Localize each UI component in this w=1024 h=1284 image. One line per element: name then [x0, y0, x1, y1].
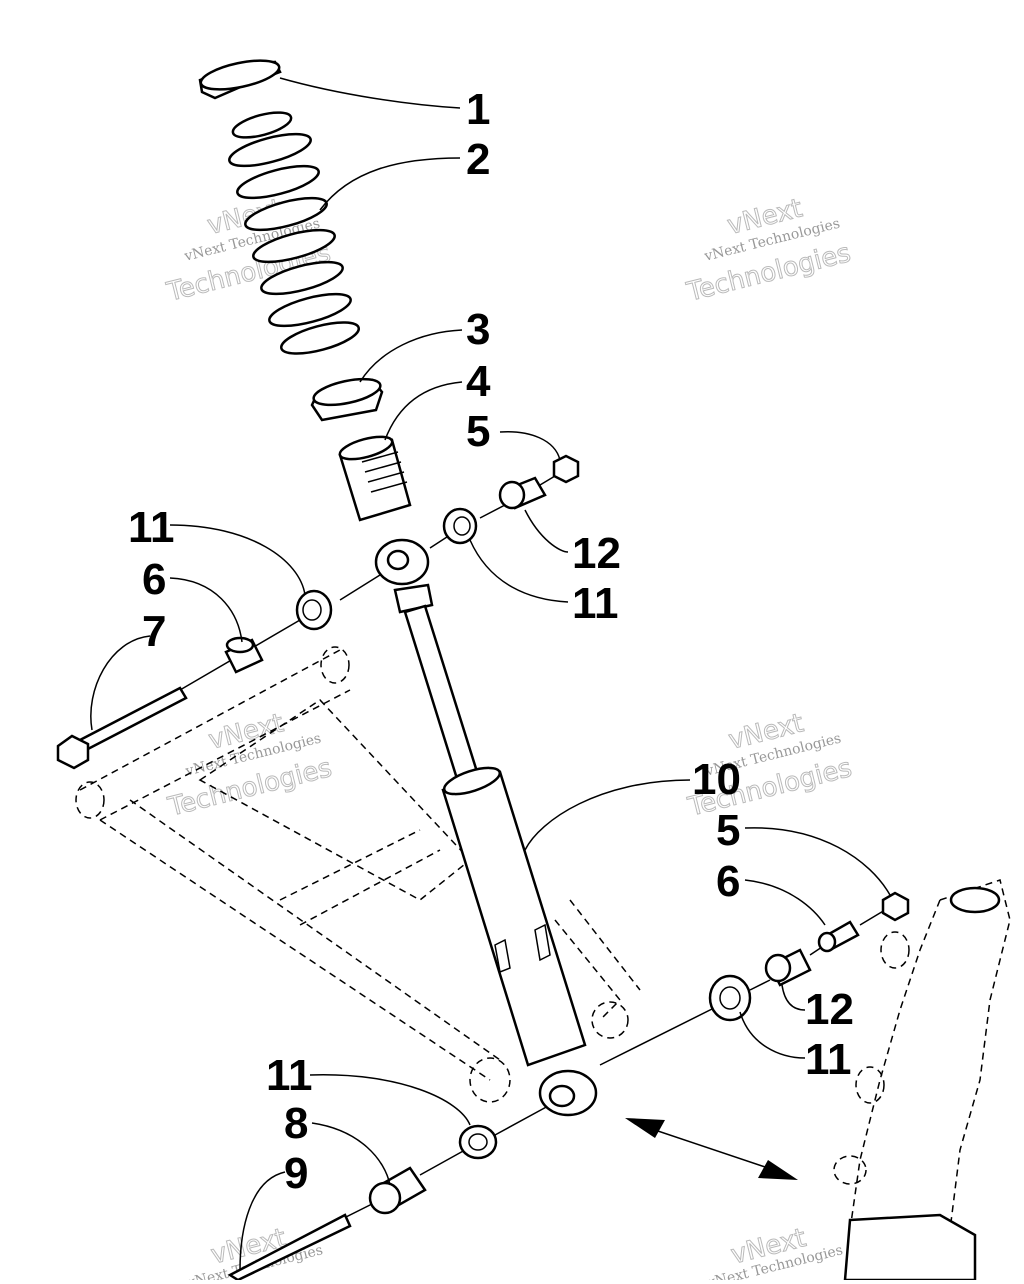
- callout-labels: 1 2 3 4 5 11 12 11 6 7 10 5 6 12 11 11 8…: [128, 85, 854, 1198]
- shock-absorber: [374, 538, 598, 1117]
- callout-4: 4: [466, 357, 491, 406]
- lower-bolt: [227, 1213, 352, 1282]
- leader-lines: [90, 77, 891, 1271]
- upper-bushing-left: [295, 589, 333, 631]
- callout-9: 9: [284, 1149, 308, 1198]
- callout-5a: 5: [466, 407, 490, 456]
- lower-spacer-left: [368, 1166, 427, 1215]
- callout-11b: 11: [572, 579, 619, 628]
- double-arrow-icon: [625, 1118, 798, 1180]
- lower-sleeve-right: [817, 920, 860, 953]
- knuckle-outline: [833, 879, 1011, 1282]
- callout-10: 10: [692, 755, 741, 804]
- callout-5b: 5: [716, 806, 740, 855]
- upper-nut: [552, 454, 580, 484]
- watermark-bottom-right: vNext vNext Technologies: [705, 1223, 845, 1284]
- callout-2: 2: [466, 135, 490, 184]
- callout-12b: 12: [805, 985, 854, 1034]
- callout-12a: 12: [572, 529, 621, 578]
- lower-spacer-right: [764, 948, 812, 987]
- callout-11d: 11: [266, 1051, 313, 1100]
- callout-8: 8: [284, 1099, 308, 1148]
- callout-6b: 6: [716, 857, 740, 906]
- callout-6a: 6: [142, 555, 166, 604]
- spring-adjuster-nut: [310, 377, 384, 422]
- threaded-sleeve: [338, 435, 412, 522]
- watermark-top-right: vNext vNext Technologies Technologies: [683, 193, 854, 308]
- upper-bolt: [56, 686, 188, 770]
- lower-nut: [881, 891, 910, 922]
- lower-bushing-left: [458, 1124, 498, 1160]
- spring-retainer-cap: [198, 59, 282, 100]
- coil-spring: [228, 111, 361, 355]
- upper-bushing-right: [442, 507, 478, 545]
- callout-11c: 11: [805, 1035, 852, 1084]
- callout-7: 7: [142, 607, 166, 656]
- callout-3: 3: [466, 305, 490, 354]
- lower-bushing-right: [708, 974, 752, 1022]
- callout-11a: 11: [128, 503, 175, 552]
- upper-spacer-right: [498, 476, 547, 510]
- callout-1: 1: [466, 85, 490, 134]
- upper-spacer-left: [224, 636, 264, 674]
